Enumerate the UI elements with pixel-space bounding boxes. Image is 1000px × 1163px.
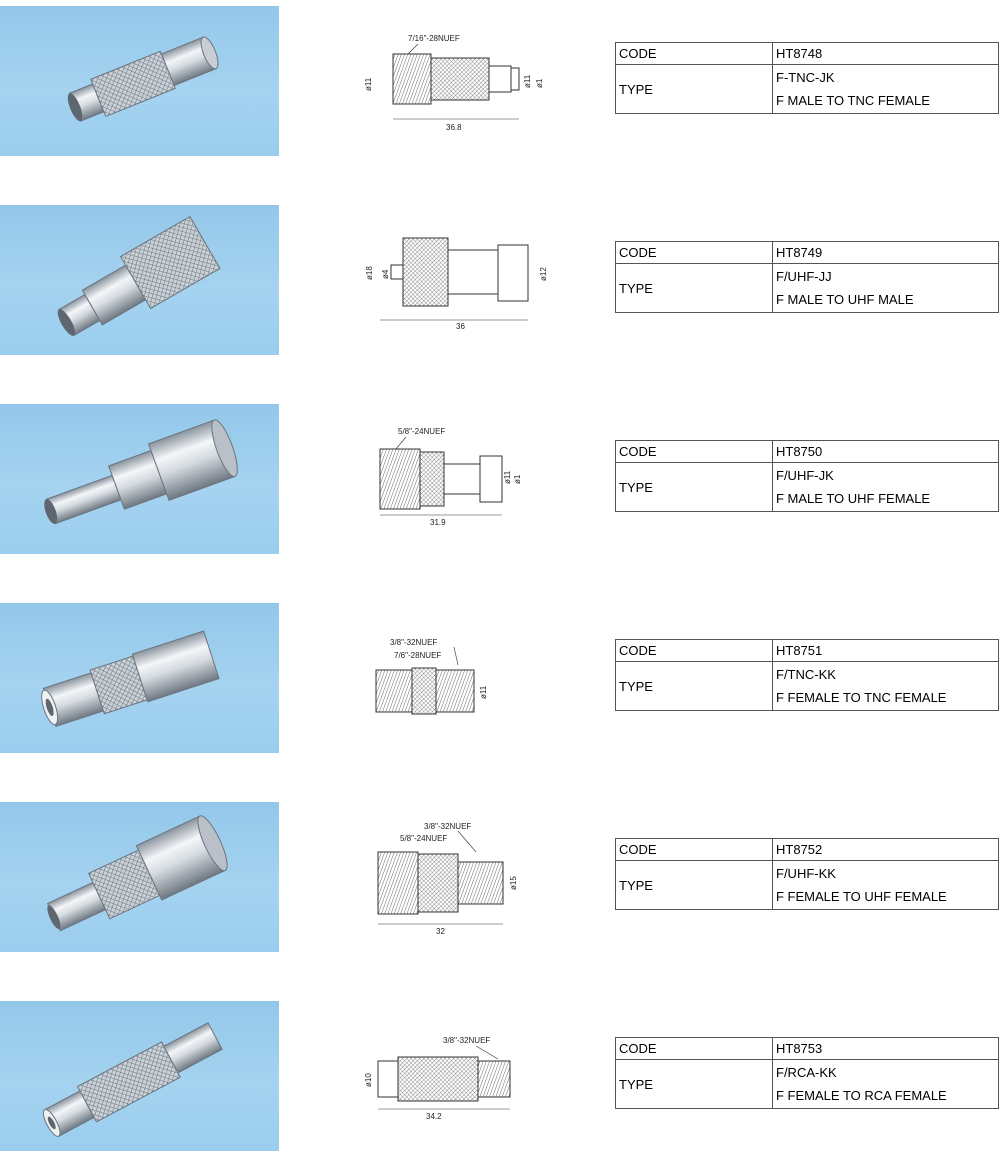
type-code: F-TNC-JK (776, 70, 835, 85)
connector-image (41, 630, 220, 728)
thread-note-b: 5/8"-24NUEF (400, 834, 447, 843)
product-row-ht8750: 5/8"-24NUEF 31.9 ø11 ø1 CODE HT8750 TYPE… (0, 404, 1000, 554)
connector-image (42, 1022, 223, 1137)
connector-image (67, 36, 219, 122)
type-value: F/TNC-KK F FEMALE TO TNC FEMALE (772, 661, 999, 711)
type-value: F/UHF-JK F MALE TO UHF FEMALE (772, 462, 999, 512)
product-row-ht8751: 3/8"-32NUEF 7/6"-28NUEF ø11 CODE HT8751 … (0, 603, 1000, 753)
product-row-ht8748: 7/16"-28NUEF 36.8 ø11 ø11 ø1 CODE HT8748… (0, 6, 1000, 156)
product-photo (0, 802, 279, 952)
thread-note: 5/8"-24NUEF (398, 427, 445, 436)
dimension-drawing: 3/8"-32NUEF 7/6"-28NUEF ø11 (358, 603, 538, 753)
spec-table: CODE HT8751 TYPE F/TNC-KK F FEMALE TO TN… (615, 639, 999, 711)
length-dimension: 31.9 (430, 518, 446, 527)
dimension-drawing: 3/8"-32NUEF 5/8"-24NUEF 32 ø15 (358, 802, 538, 952)
spec-table: CODE HT8753 TYPE F/RCA-KK F FEMALE TO RC… (615, 1037, 999, 1109)
diameter-pin: ø4 (381, 269, 390, 279)
length-dimension: 36.8 (446, 123, 462, 132)
diameter-right: ø12 (539, 267, 548, 281)
code-label: CODE (615, 1037, 773, 1060)
product-row-ht8753: 3/8"-32NUEF 34.2 ø10 CODE HT8753 TYPE F/… (0, 1001, 1000, 1151)
thread-note: 7/16"-28NUEF (408, 34, 460, 43)
spec-table: CODE HT8748 TYPE F-TNC-JK F MALE TO TNC … (615, 42, 999, 114)
spec-table: CODE HT8750 TYPE F/UHF-JK F MALE TO UHF … (615, 440, 999, 512)
dimension-drawing: 7/16"-28NUEF 36.8 ø11 ø11 ø1 (358, 6, 544, 156)
code-label: CODE (615, 440, 773, 463)
product-photo (0, 603, 279, 753)
spec-table: CODE HT8749 TYPE F/UHF-JJ F MALE TO UHF … (615, 241, 999, 313)
type-label: TYPE (615, 64, 773, 114)
type-label: TYPE (615, 263, 773, 313)
type-value: F/UHF-KK F FEMALE TO UHF FEMALE (772, 860, 999, 910)
product-row-ht8752: 3/8"-32NUEF 5/8"-24NUEF 32 ø15 CODE HT87… (0, 802, 1000, 952)
connector-image (44, 419, 238, 525)
product-row-ht8749: 36 ø18 ø4 ø12 CODE HT8749 TYPE F/UHF-JJ … (0, 205, 1000, 355)
code-value: HT8750 (772, 440, 999, 463)
connector-image (57, 215, 221, 337)
diameter-right-a: ø11 (503, 470, 512, 484)
thread-note-b: 7/6"-28NUEF (394, 651, 441, 660)
type-code: F/RCA-KK (776, 1065, 837, 1080)
type-code: F/UHF-JJ (776, 269, 832, 284)
type-description: F MALE TO UHF MALE (776, 292, 914, 307)
code-label: CODE (615, 838, 773, 861)
code-value: HT8753 (772, 1037, 999, 1060)
thread-note: 3/8"-32NUEF (443, 1036, 490, 1045)
spec-table: CODE HT8752 TYPE F/UHF-KK F FEMALE TO UH… (615, 838, 999, 910)
connector-image (46, 815, 228, 932)
type-code: F/UHF-JK (776, 468, 834, 483)
diameter-left: ø10 (364, 1073, 373, 1087)
product-photo (0, 6, 279, 156)
type-description: F FEMALE TO RCA FEMALE (776, 1088, 947, 1103)
dimension-drawing: 3/8"-32NUEF 34.2 ø10 (358, 1001, 538, 1151)
product-photo (0, 404, 279, 554)
diameter-left: ø11 (364, 77, 373, 91)
thread-note-a: 3/8"-32NUEF (390, 638, 437, 647)
code-value: HT8752 (772, 838, 999, 861)
code-label: CODE (615, 42, 773, 65)
code-label: CODE (615, 241, 773, 264)
type-label: TYPE (615, 860, 773, 910)
code-value: HT8748 (772, 42, 999, 65)
type-description: F MALE TO TNC FEMALE (776, 93, 930, 108)
product-photo (0, 205, 279, 355)
dimension-drawing: 5/8"-24NUEF 31.9 ø11 ø1 (358, 404, 538, 554)
product-photo (0, 1001, 279, 1151)
diameter-right-a: ø11 (523, 74, 532, 88)
length-dimension: 34.2 (426, 1112, 442, 1121)
type-description: F FEMALE TO TNC FEMALE (776, 690, 947, 705)
type-label: TYPE (615, 462, 773, 512)
type-description: F FEMALE TO UHF FEMALE (776, 889, 947, 904)
length-dimension: 36 (456, 322, 465, 331)
thread-note-a: 3/8"-32NUEF (424, 822, 471, 831)
code-value: HT8751 (772, 639, 999, 662)
diameter-right: ø11 (479, 685, 488, 699)
code-value: HT8749 (772, 241, 999, 264)
type-code: F/TNC-KK (776, 667, 836, 682)
type-value: F/UHF-JJ F MALE TO UHF MALE (772, 263, 999, 313)
code-label: CODE (615, 639, 773, 662)
dimension-drawing: 36 ø18 ø4 ø12 (358, 205, 548, 355)
diameter-right: ø15 (509, 876, 518, 890)
type-label: TYPE (615, 1059, 773, 1109)
type-description: F MALE TO UHF FEMALE (776, 491, 931, 506)
type-label: TYPE (615, 661, 773, 711)
type-code: F/UHF-KK (776, 866, 836, 881)
type-value: F/RCA-KK F FEMALE TO RCA FEMALE (772, 1059, 999, 1109)
diameter-right-b: ø1 (535, 78, 544, 88)
length-dimension: 32 (436, 927, 445, 936)
type-value: F-TNC-JK F MALE TO TNC FEMALE (772, 64, 999, 114)
diameter-right-b: ø1 (513, 474, 522, 484)
diameter-left: ø18 (365, 266, 374, 280)
